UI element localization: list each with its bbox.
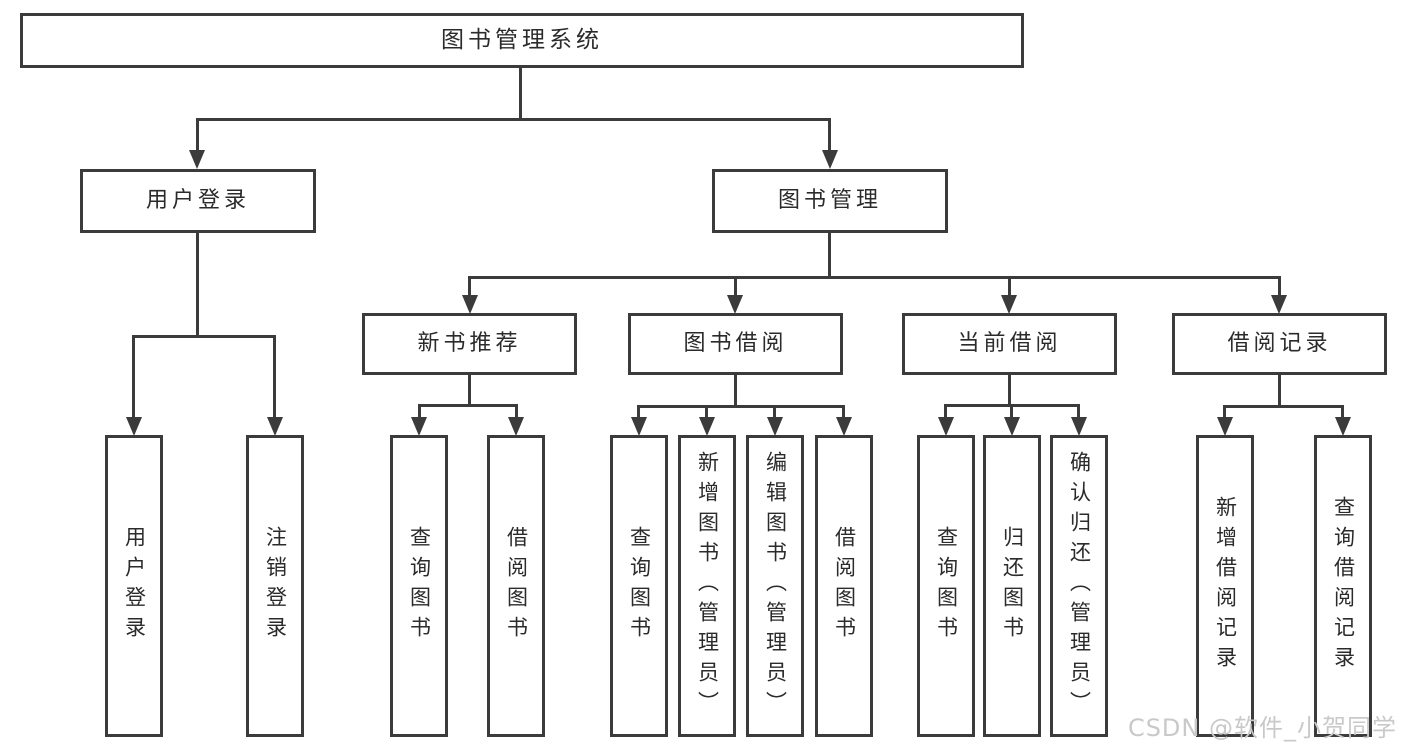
leaf-node-return-books: 归还图书 (983, 435, 1041, 737)
connector-stub (273, 335, 276, 420)
arrow-down-icon (1271, 295, 1287, 314)
leaf-label: 查询图书 (934, 526, 959, 646)
leaf-label: 归还图书 (1000, 526, 1025, 646)
arrow-down-icon (631, 417, 647, 436)
arrow-down-icon (1217, 417, 1233, 436)
connector-newbook-hline (418, 404, 518, 407)
arrow-down-icon (462, 295, 478, 314)
leaf-node-borrow-books-recommend: 借阅图书 (487, 435, 545, 737)
node-book-borrow-label: 图书借阅 (683, 331, 788, 356)
leaf-label: 新增图书（管理员） (695, 451, 720, 721)
leaf-node-add-borrow-record: 新增借阅记录 (1196, 435, 1254, 737)
connector-l2-hline (196, 118, 831, 121)
connector-stub (1341, 405, 1344, 420)
node-current-borrow-label: 当前借阅 (957, 331, 1062, 356)
connector-borrow-stem (734, 374, 737, 407)
leaf-label: 查询图书 (407, 526, 432, 646)
connector-l3-hline (468, 276, 1280, 279)
arrow-down-icon (267, 417, 283, 436)
leaf-label: 查询借阅记录 (1331, 496, 1356, 676)
arrow-down-icon (1004, 417, 1020, 436)
connector-user-login-stem (196, 232, 199, 337)
leaf-node-edit-books-admin: 编辑图书（管理员） (746, 435, 804, 737)
leaf-node-query-books-borrow: 查询图书 (610, 435, 668, 737)
connector-root-stem (519, 67, 522, 119)
connector-stub (705, 405, 708, 420)
connector-stub (842, 405, 845, 420)
arrow-down-icon (1335, 417, 1351, 436)
leaf-node-logout: 注销登录 (246, 435, 304, 737)
root-node: 图书管理系统 (20, 13, 1024, 68)
leaf-label: 查询图书 (627, 526, 652, 646)
leaf-label: 借阅图书 (832, 526, 857, 646)
leaf-label: 确认归还（管理员） (1067, 451, 1092, 721)
node-borrow-records-label: 借阅记录 (1227, 331, 1332, 356)
leaf-node-query-books-recommend: 查询图书 (390, 435, 448, 737)
leaf-node-confirm-return-admin: 确认归还（管理员） (1050, 435, 1108, 737)
connector-stub (468, 276, 471, 298)
connector-user-login-hline (133, 335, 276, 338)
leaf-label: 编辑图书（管理员） (763, 451, 788, 721)
connector-newbook-stem (468, 374, 471, 406)
connector-l2-stub-left (196, 118, 199, 152)
connector-records-stem (1278, 374, 1281, 407)
arrow-down-icon (189, 150, 205, 169)
connector-stub (1223, 405, 1226, 420)
arrow-down-icon (699, 417, 715, 436)
arrow-down-icon (938, 417, 954, 436)
connector-stub (734, 276, 737, 298)
watermark: CSDN @软件_小贺同学 (1127, 714, 1397, 742)
node-book-management-label: 图书管理 (777, 188, 882, 213)
arrow-down-icon (767, 417, 783, 436)
arrow-down-icon (508, 417, 524, 436)
node-user-login-label: 用户登录 (145, 188, 250, 213)
connector-stub (132, 335, 135, 420)
leaf-label: 新增借阅记录 (1213, 496, 1238, 676)
leaf-node-query-borrow-record: 查询借阅记录 (1314, 435, 1372, 737)
leaf-node-add-books-admin: 新增图书（管理员） (678, 435, 736, 737)
leaf-node-user-login: 用户登录 (105, 435, 163, 737)
connector-stub (515, 404, 518, 420)
leaf-label: 借阅图书 (504, 526, 529, 646)
node-book-borrow: 图书借阅 (628, 313, 843, 375)
connector-stub (1278, 276, 1281, 298)
node-current-borrow: 当前借阅 (902, 313, 1117, 375)
node-book-management: 图书管理 (712, 169, 948, 233)
connector-stub (1077, 404, 1080, 420)
connector-borrow-hline (637, 405, 844, 408)
connector-stub (944, 404, 947, 420)
arrow-down-icon (1001, 295, 1017, 314)
connector-stub (773, 405, 776, 420)
arrow-down-icon (727, 295, 743, 314)
connector-stub (418, 404, 421, 420)
connector-stub (1008, 276, 1011, 298)
arrow-down-icon (1071, 417, 1087, 436)
leaf-label: 注销登录 (263, 526, 288, 646)
node-borrow-records: 借阅记录 (1172, 313, 1387, 375)
leaf-label: 用户登录 (122, 526, 147, 646)
arrow-down-icon (411, 417, 427, 436)
arrow-down-icon (836, 417, 852, 436)
connector-stub (1010, 404, 1013, 420)
connector-records-hline (1223, 405, 1343, 408)
node-user-login: 用户登录 (80, 169, 316, 233)
node-new-book-recommend: 新书推荐 (362, 313, 577, 375)
root-node-label: 图书管理系统 (441, 27, 603, 53)
leaf-node-borrow-books: 借阅图书 (815, 435, 873, 737)
leaf-node-query-books-current: 查询图书 (917, 435, 975, 737)
arrow-down-icon (822, 150, 838, 169)
node-new-book-recommend-label: 新书推荐 (417, 331, 522, 356)
connector-book-mgmt-stem (828, 232, 831, 277)
arrow-down-icon (126, 417, 142, 436)
connector-l2-stub-right (828, 118, 831, 152)
connector-current-stem (1008, 374, 1011, 406)
connector-stub (637, 405, 640, 420)
